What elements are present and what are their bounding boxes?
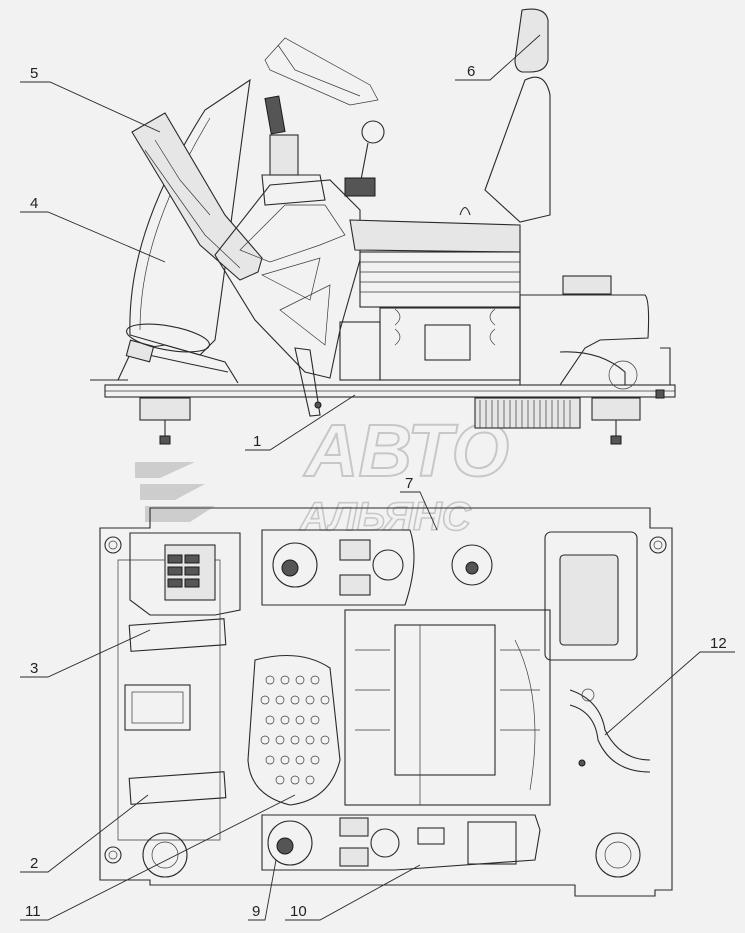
leader-3 <box>20 629 151 678</box>
callout-labels: 1 2 3 4 5 6 7 9 10 11 12 <box>25 63 727 920</box>
floor-hatch <box>124 684 191 731</box>
pedal-assembly <box>90 339 239 384</box>
floor-mat <box>247 655 341 806</box>
rear-control-box <box>519 275 650 390</box>
top-view <box>99 507 673 897</box>
dashboard-top <box>129 532 241 616</box>
steering-column-cover <box>126 78 251 356</box>
seat <box>349 8 551 253</box>
callout-1: 1 <box>253 433 261 450</box>
leader-lines <box>20 34 735 921</box>
right-console-top <box>261 814 541 871</box>
instrument-panel <box>131 112 263 281</box>
leader-12 <box>604 651 735 736</box>
callout-10: 10 <box>290 903 307 920</box>
seat-base <box>339 307 521 381</box>
leader-1 <box>245 394 356 451</box>
callout-4: 4 <box>30 195 38 212</box>
leader-11 <box>20 794 296 921</box>
rear-bracket <box>655 347 671 399</box>
watermark-logo-stripes <box>135 462 215 522</box>
vibration-mount-right <box>591 397 641 445</box>
pedal-lower-top <box>128 771 227 805</box>
vibration-mount-left <box>139 397 191 445</box>
leader-10 <box>285 864 421 921</box>
pedal-upper-top <box>128 618 227 652</box>
display-panel <box>544 531 638 661</box>
callout-3: 3 <box>30 660 38 677</box>
corner-mount-bl <box>104 846 122 864</box>
floor-bracket <box>294 347 322 417</box>
side-view <box>90 8 676 445</box>
floor-plate <box>104 384 676 429</box>
callout-12: 12 <box>710 635 727 652</box>
steering-knob-top <box>451 544 493 586</box>
callout-5: 5 <box>30 65 38 82</box>
suspension-bellows <box>359 251 521 308</box>
gear-lever <box>344 120 385 197</box>
corner-mount-br <box>595 832 641 878</box>
console-frame <box>214 179 361 379</box>
callout-9: 9 <box>252 903 260 920</box>
leader-7 <box>400 491 438 531</box>
callout-11: 11 <box>25 903 41 920</box>
corner-mount-tl <box>104 536 122 554</box>
joystick <box>261 95 326 206</box>
corner-mount-bl2 <box>142 832 188 878</box>
left-console-top <box>261 529 415 606</box>
leader-2 <box>20 794 149 873</box>
leader-4 <box>20 211 166 263</box>
hose-assembly <box>569 688 651 773</box>
leader-5 <box>20 81 161 133</box>
seat-top <box>344 609 551 806</box>
leader-6 <box>455 34 541 81</box>
callout-2: 2 <box>30 855 38 872</box>
callout-6: 6 <box>467 63 475 80</box>
watermark-line2: АЛЬЯНС <box>299 495 472 539</box>
callout-7: 7 <box>405 475 413 492</box>
steering-wheel <box>264 37 379 106</box>
leader-9 <box>248 859 277 921</box>
watermark: АВТО АЛЬЯНС <box>135 408 510 540</box>
corner-mount-tr <box>649 536 667 554</box>
